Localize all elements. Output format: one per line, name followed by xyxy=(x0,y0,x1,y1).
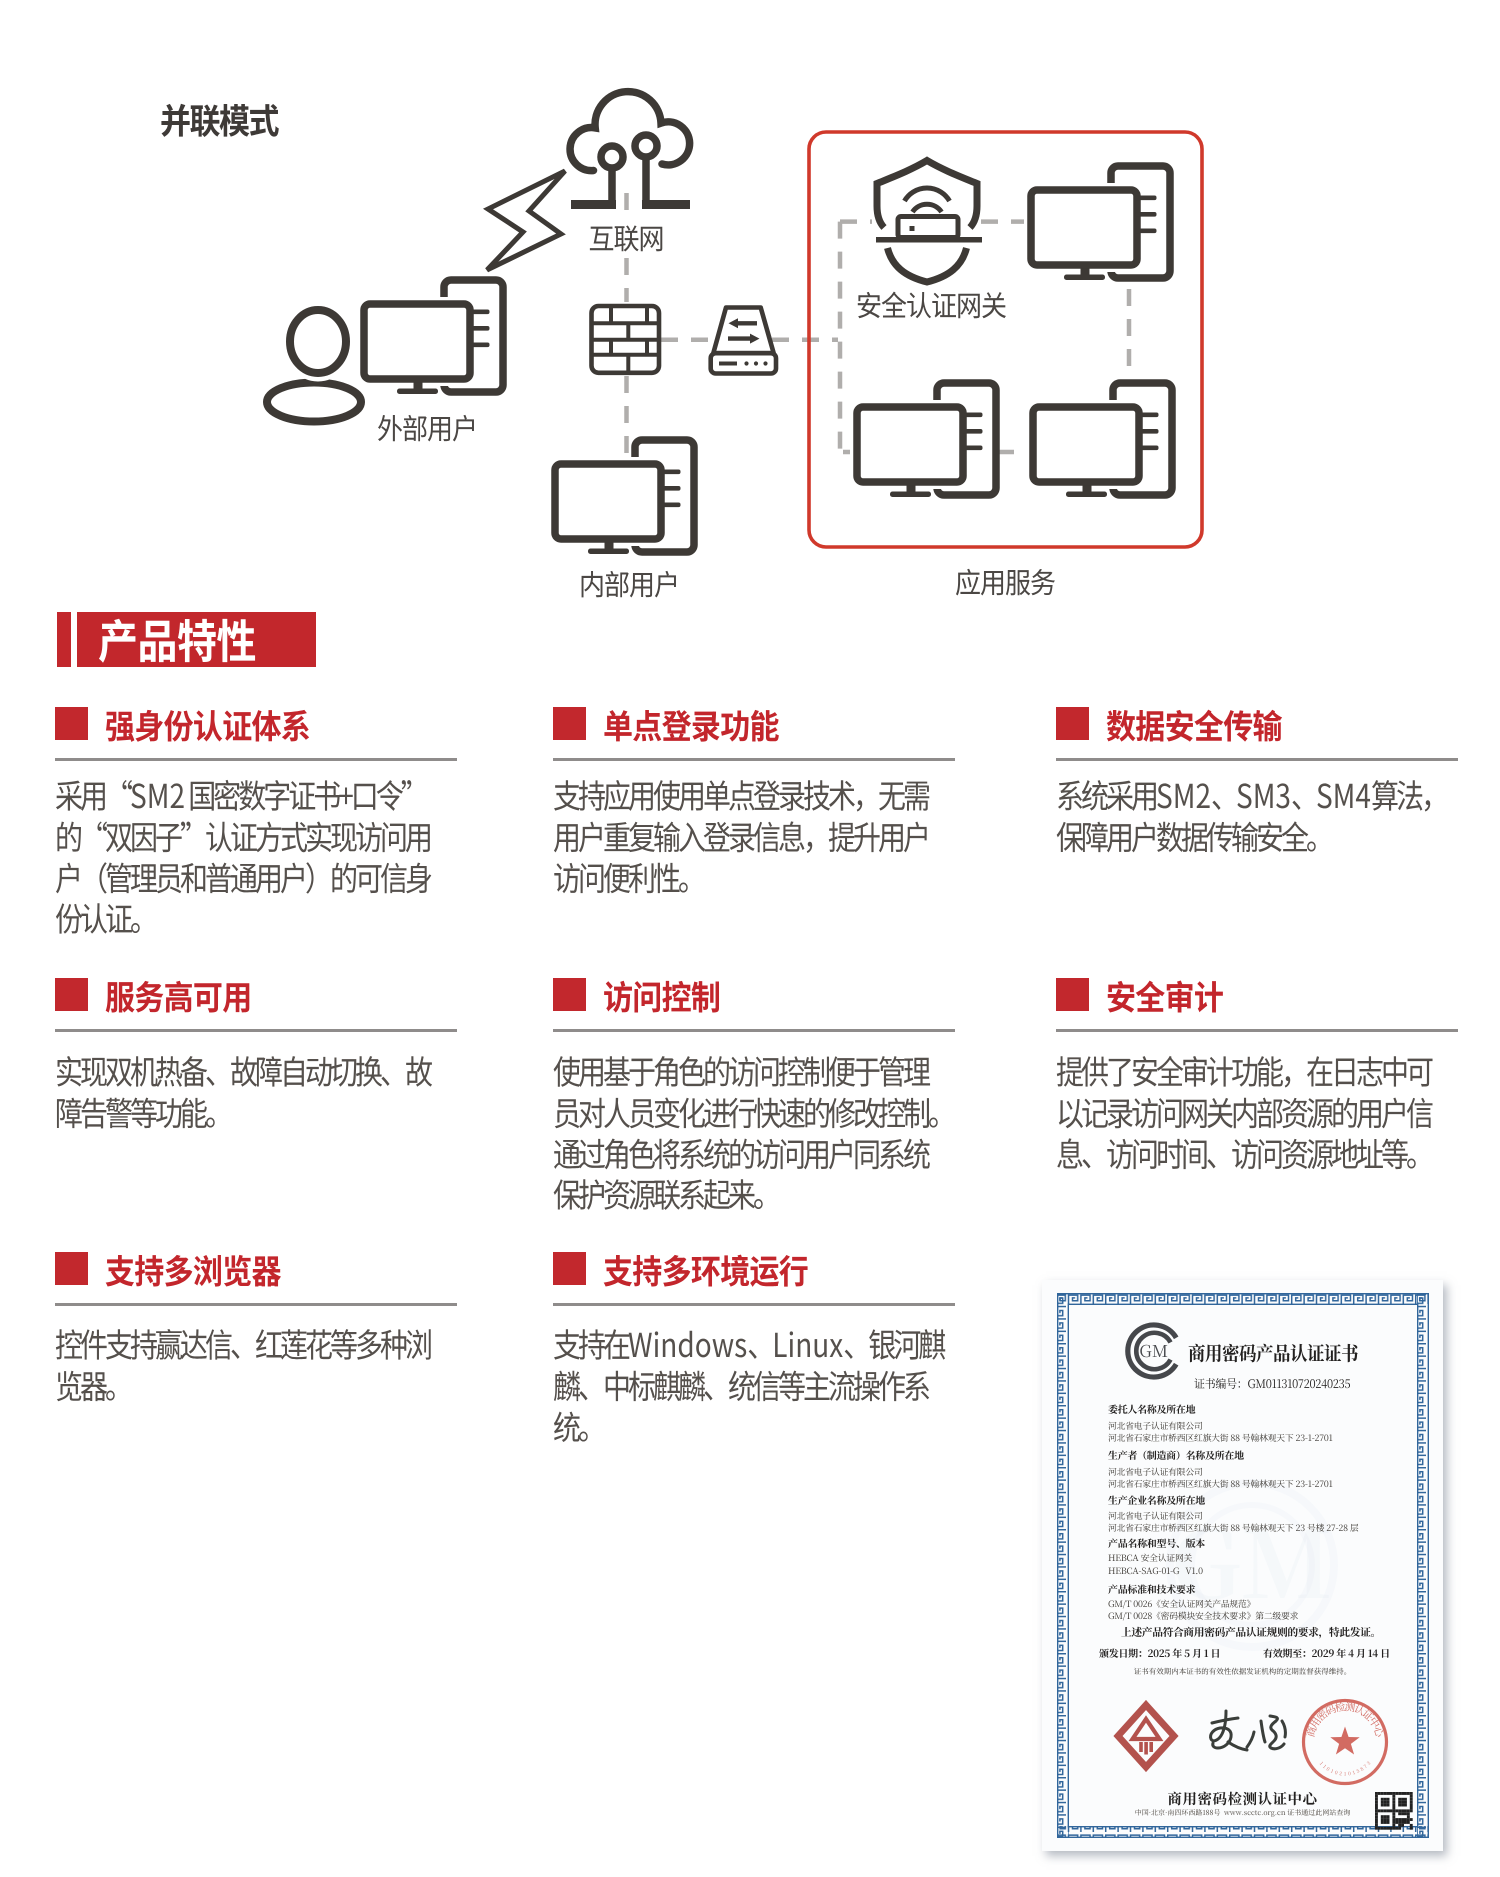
svg-text:7: 7 xyxy=(1362,1763,1369,1770)
svg-text:8: 8 xyxy=(1359,1765,1365,1773)
svg-text:测: 测 xyxy=(1344,1699,1357,1715)
svg-text:1: 1 xyxy=(1321,1763,1328,1770)
svg-text:商: 商 xyxy=(1303,1724,1321,1739)
svg-text:1: 1 xyxy=(1318,1760,1325,1767)
svg-text:1: 1 xyxy=(1330,1768,1336,1776)
svg-text:3: 3 xyxy=(1365,1760,1372,1767)
svg-text:心: 心 xyxy=(1370,1725,1388,1740)
svg-text:1: 1 xyxy=(1344,1771,1347,1778)
svg-text:0: 0 xyxy=(1325,1765,1331,1773)
svg-text:GM: GM xyxy=(1171,1493,1333,1625)
svg-text:检: 检 xyxy=(1334,1699,1347,1715)
svg-text:2: 2 xyxy=(1339,1770,1343,1777)
svg-text:5: 5 xyxy=(1355,1767,1361,1775)
svg-text:GM: GM xyxy=(1139,1338,1168,1362)
svg-text:1: 1 xyxy=(1352,1769,1357,1777)
svg-text:0: 0 xyxy=(1348,1770,1352,1777)
svg-text:0: 0 xyxy=(1334,1769,1339,1777)
